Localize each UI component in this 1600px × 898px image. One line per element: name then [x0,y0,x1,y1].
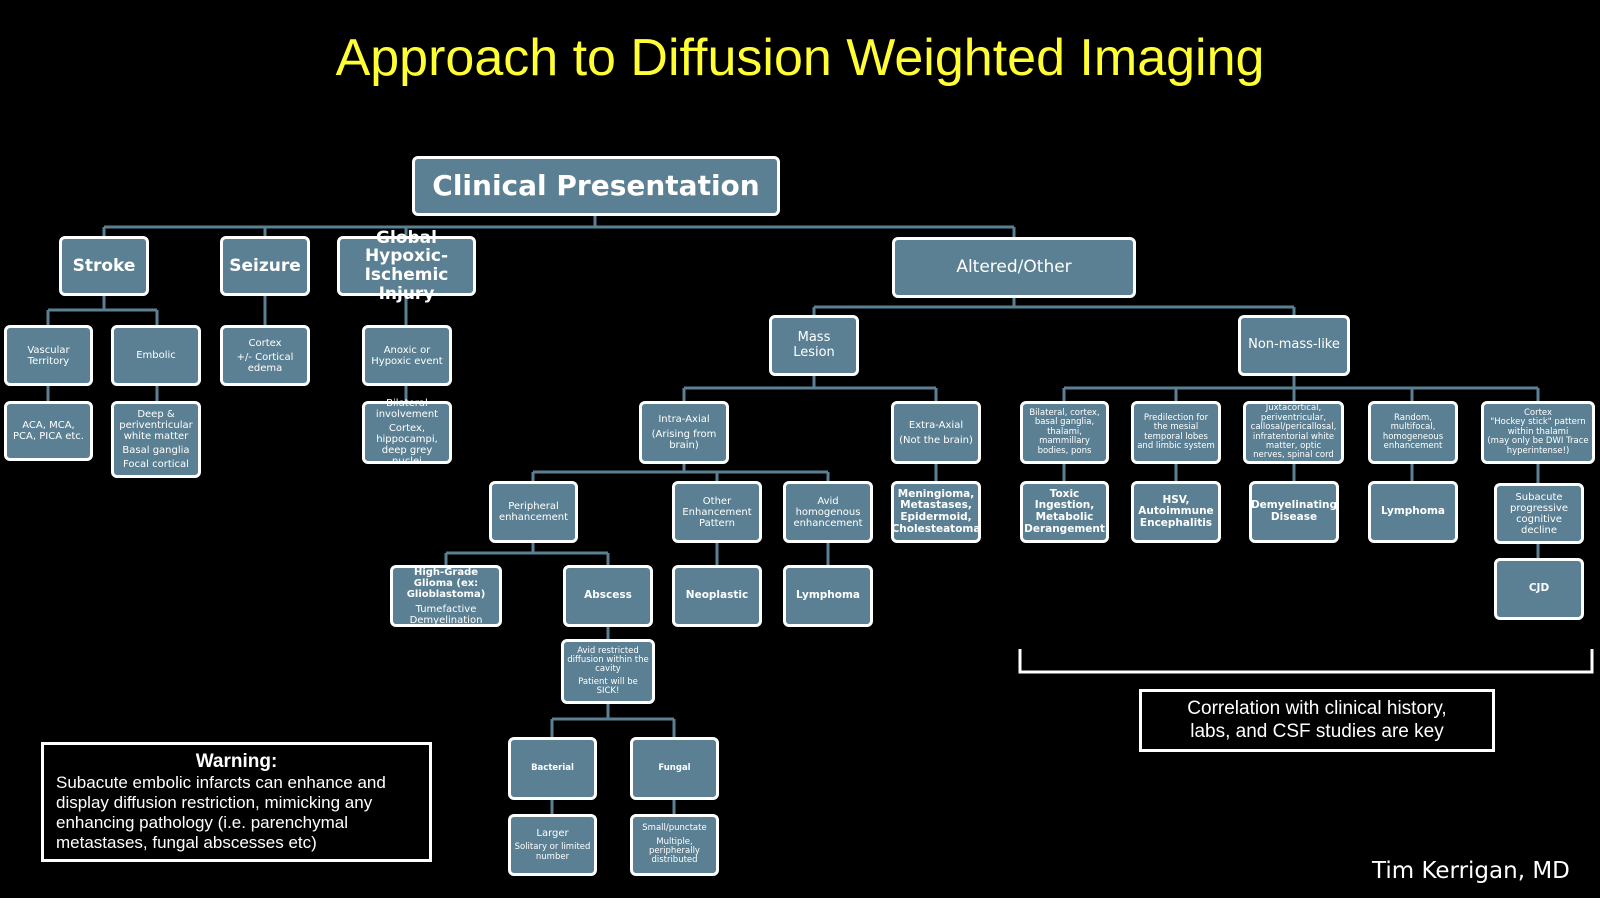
node-fungal-detail: Small/punctate Multiple, peripherally di… [630,814,719,876]
intra-axial-label: Intra-Axial [658,414,710,425]
node-bacterial-detail: Larger Solitary or limited number [508,814,597,876]
embolic-detail-1: Deep & periventricular white matter [119,409,193,442]
node-hsv-autoimmune: HSV, Autoimmune Encephalitis [1131,481,1221,543]
node-fungal: Fungal [630,737,719,800]
node-cjd: CJD [1494,558,1584,620]
node-stroke: Stroke [59,236,149,296]
embolic-detail-2: Basal ganglia [122,445,190,456]
correlation-note: Correlation with clinical history, labs,… [1139,689,1495,752]
page-title: Approach to Diffusion Weighted Imaging [335,29,1265,87]
glioma-label: High-Grade Glioma (ex: Glioblastoma) [406,566,486,600]
bacterial-detail-1: Larger [536,828,569,840]
node-mass-lesion: Mass Lesion [769,315,859,376]
node-intra-axial: Intra-Axial (Arising from brain) [639,401,729,464]
seizure-detail-1: Cortex [248,337,282,349]
embolic-detail-3: Focal cortical [123,459,189,470]
node-high-grade-glioma: High-Grade Glioma (ex: Glioblastoma) Tum… [390,565,502,627]
node-neoplastic: Neoplastic [672,565,762,627]
warning-body: Subacute embolic infarcts can enhance an… [56,773,386,853]
node-non-mass-like: Non-mass-like [1238,315,1350,376]
node-seizure-detail: Cortex +/- Cortical edema [220,325,310,386]
node-abscess-detail: Avid restricted diffusion within the cav… [561,639,655,704]
node-vascular-detail: ACA, MCA, PCA, PICA etc. [4,401,93,461]
node-pattern-juxtacortical: Juxtacortical, periventricular, callosal… [1243,401,1344,464]
node-hypoxic-detail: Bilateral involvement Cortex, hippocampi… [362,398,452,467]
warning-box: Warning: Subacute embolic infarcts can e… [41,742,432,862]
hypoxic-detail-1: Bilateral involvement [375,398,439,420]
node-altered-other: Altered/Other [892,237,1136,298]
extra-axial-label: Extra-Axial [908,419,964,431]
node-abscess: Abscess [563,565,653,627]
hypoxic-detail-2: Cortex, hippocampi, deep grey nuclei [376,423,438,467]
node-global-hypoxic-ischemic-injury: Global Hypoxic-Ischemic Injury [337,228,476,303]
node-extra-axial-result: Meningioma, Metastases, Epidermoid, Chol… [891,481,981,543]
node-embolic-detail: Deep & periventricular white matter Basa… [111,401,201,478]
author-signature: Tim Kerrigan, MD [1372,858,1570,884]
extra-axial-sub: (Not the brain) [899,434,973,446]
warning-title: Warning: [195,751,278,772]
bacterial-detail-2: Solitary or limited number [514,842,591,862]
intra-axial-sub: (Arising from brain) [651,429,717,451]
node-vascular-territory: Vascular Territory [4,325,93,386]
bracket [1018,649,1594,674]
node-embolic: Embolic [111,325,201,386]
node-lymphoma-nonmass: Lymphoma [1368,481,1458,543]
fungal-detail-2: Multiple, peripherally distributed [649,836,700,866]
seizure-detail-2: +/- Cortical edema [236,351,294,374]
node-seizure: Seizure [220,236,310,296]
node-peripheral-enhancement: Peripheral enhancement [489,481,578,543]
node-avid-homogenous-enhancement: Avid homogenous enhancement [783,481,873,543]
node-pattern-cortex-hockey-stick: Cortex "Hockey stick" pattern within tha… [1481,401,1595,464]
node-demyelinating-disease: Demyelinating Disease [1249,481,1339,543]
node-subacute-cognitive-decline: Subacute progressive cognitive decline [1494,483,1584,544]
node-extra-axial: Extra-Axial (Not the brain) [891,401,981,464]
node-lymphoma-mass: Lymphoma [783,565,873,627]
node-pattern-bilateral: Bilateral, cortex, basal ganglia, thalam… [1020,401,1109,464]
node-toxic-metabolic: Toxic Ingestion, Metabolic Derangement [1020,481,1109,543]
abscess-detail-1: Avid restricted diffusion within the cav… [567,645,649,675]
abscess-detail-2: Patient will be SICK! [578,676,638,697]
node-clinical-presentation: Clinical Presentation [412,156,780,216]
fungal-detail-1: Small/punctate [642,823,707,834]
node-pattern-mesial-temporal: Predilection for the mesial temporal lob… [1131,401,1221,464]
node-pattern-random-multifocal: Random, multifocal, homogeneous enhancem… [1368,401,1458,464]
glioma-sub: Tumefactive Demyelination [409,603,483,626]
node-other-enhancement-pattern: Other Enhancement Pattern [672,481,762,543]
node-bacterial: Bacterial [508,737,597,800]
node-anoxic-event: Anoxic or Hypoxic event [362,325,452,386]
